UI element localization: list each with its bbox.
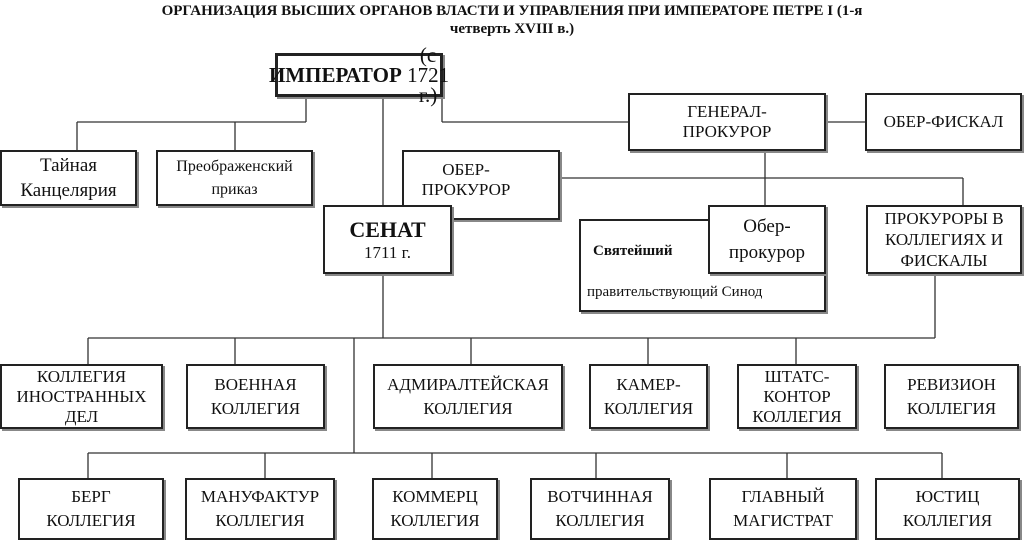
synod-top: Святейший: [593, 243, 673, 259]
box-text: КОЛЛЕГИЯ: [46, 511, 136, 530]
box-text: БЕРГ: [71, 487, 111, 506]
box-text: прокурор: [728, 241, 806, 263]
box-text: Канцелярия: [20, 180, 117, 201]
senate-name: СЕНАТ: [349, 216, 426, 242]
box-text: ШТАТС-: [764, 366, 830, 386]
box-text: КОЛЛЕГИЯ: [423, 398, 513, 418]
box-text: КОММЕРЦ: [392, 487, 478, 506]
box-text: МАНУФАКТУР: [200, 487, 320, 506]
collegium-revision: РЕВИЗИОН КОЛЛЕГИЯ: [884, 364, 1019, 429]
box-text: Преображенский: [176, 158, 293, 175]
box-text: ЮСТИЦ: [915, 487, 980, 506]
collegium-manufaktur: МАНУФАКТУР КОЛЛЕГИЯ: [185, 478, 335, 540]
emperor-since: (с 1721 г.): [407, 43, 450, 107]
collegium-military: ВОЕННАЯ КОЛЛЕГИЯ: [186, 364, 325, 429]
box-text: КОЛЛЕГИЯ: [555, 511, 645, 530]
box-text: КОЛЛЕГИЯ: [210, 398, 301, 418]
box-text: МАГИСТРАТ: [733, 511, 833, 530]
collegium-votchinnaya: ВОТЧИННАЯ КОЛЛЕГИЯ: [530, 478, 670, 540]
box-text: ПРОКУРОР: [421, 180, 511, 199]
box-text: ДЕЛ: [64, 406, 99, 426]
box-text: ВОЕННАЯ: [214, 374, 297, 394]
box-text: ФИСКАЛЫ: [900, 251, 988, 270]
ober-fiscal-box: ОБЕР-ФИСКАЛ: [865, 93, 1022, 151]
collegium-berg: БЕРГ КОЛЛЕГИЯ: [18, 478, 164, 540]
diagram-title-line2: четверть XVIII в.): [449, 21, 575, 37]
box-text: ПРОКУРОР: [682, 122, 772, 141]
box-text: КОЛЛЕГИЯХ И: [884, 230, 1004, 249]
box-text: ПРОКУРОРЫ В: [884, 209, 1004, 228]
box-text: ИНОСТРАННЫХ: [16, 386, 147, 406]
box-text: АДМИРАЛТЕЙСКАЯ: [387, 374, 549, 394]
box-text: КОЛЛЕГИЯ: [752, 406, 842, 426]
procurator-general-box: ГЕНЕРАЛ-ПРОКУРОР: [628, 93, 826, 151]
box-text: КОЛЛЕГИЯ: [36, 366, 127, 386]
preobrazhensky-box: Преображенский приказ: [156, 150, 313, 206]
procurators-box: ПРОКУРОРЫ В КОЛЛЕГИЯХ И ФИСКАЛЫ: [866, 205, 1022, 274]
emperor-box: ИМПЕРАТОР (с 1721 г.): [269, 45, 449, 106]
collegium-admiralty: АДМИРАЛТЕЙСКАЯ КОЛЛЕГИЯ: [373, 364, 563, 429]
collegium-kommerz: КОММЕРЦ КОЛЛЕГИЯ: [372, 478, 498, 540]
box-text: ОБЕР-ФИСКАЛ: [883, 112, 1004, 131]
box-text: Тайная: [39, 155, 98, 176]
synod-ober-procurator-box: Обер-прокурор: [708, 205, 826, 274]
synod-bottom: правительствующий Синод: [587, 284, 763, 300]
box-text: КОНТОР: [763, 386, 831, 406]
diagram-title-line1: ОРГАНИЗАЦИЯ ВЫСШИХ ОРГАНОВ ВЛАСТИ И УПРА…: [161, 3, 863, 19]
box-text: КАМЕР-: [616, 374, 681, 394]
collegium-kamer: КАМЕР- КОЛЛЕГИЯ: [589, 364, 708, 429]
box-text: РЕВИЗИОН: [907, 374, 996, 394]
collegium-justice: ЮСТИЦ КОЛЛЕГИЯ: [875, 478, 1020, 540]
box-text: ОБЕР-: [442, 160, 490, 179]
box-text: КОЛЛЕГИЯ: [215, 511, 305, 530]
emperor-title: ИМПЕРАТОР: [268, 63, 402, 87]
box-text: ГЕНЕРАЛ-: [687, 102, 767, 121]
box-text: приказ: [211, 181, 258, 198]
senate-year: 1711 г.: [364, 242, 411, 262]
box-text: Обер-: [743, 215, 791, 237]
chief-magistrate: ГЛАВНЫЙ МАГИСТРАТ: [709, 478, 857, 540]
box-text: КОЛЛЕГИЯ: [603, 398, 694, 418]
box-text: ВОТЧИННАЯ: [547, 487, 653, 506]
box-text: ГЛАВНЫЙ: [741, 487, 825, 506]
box-text: КОЛЛЕГИЯ: [902, 511, 993, 530]
box-text: КОЛЛЕГИЯ: [390, 511, 480, 530]
box-text: КОЛЛЕГИЯ: [906, 398, 997, 418]
